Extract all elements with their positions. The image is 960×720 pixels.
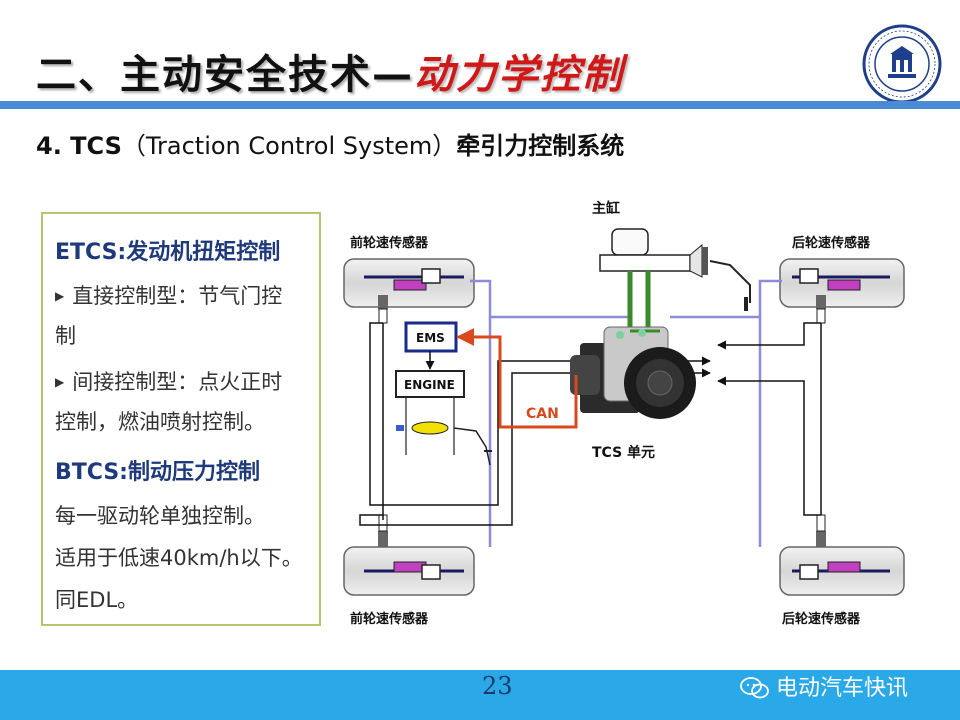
rear-sensor-bottom-label: 后轮速传感器	[782, 611, 861, 627]
subtitle-paren: （Traction Control System）	[121, 132, 457, 160]
etcs-item-direct-cont: 制	[55, 324, 76, 348]
btcs-line-3: 同EDL。	[55, 588, 139, 612]
engine-label: ENGINE	[404, 378, 455, 392]
etcs-item-indirect-cont: 控制，燃油喷射控制。	[55, 410, 265, 434]
master-cylinder	[599, 228, 751, 331]
btcs-line-1: 每一驱动轮单独控制。	[55, 504, 265, 528]
btcs-line-2: 适用于低速40km/h以下。	[55, 546, 303, 570]
master-cylinder-label: 主缸	[592, 200, 620, 217]
tcs-system-diagram: 主缸 前轮速传感器 后轮速传感器 前轮速传感器 后轮速传感器 EMS ENGIN…	[343, 200, 905, 627]
title-main-text: 二、主动安全技术—	[36, 52, 414, 98]
title-divider-bar	[0, 101, 960, 109]
tcs-unit-label: TCS 单元	[592, 444, 655, 461]
rear-right-wheel-top	[779, 258, 905, 324]
front-left-wheel-bottom	[343, 514, 475, 596]
subtitle-cn: 牵引力控制系统	[456, 132, 625, 160]
page-number: 23	[482, 672, 513, 700]
front-sensor-bottom-label: 前轮速传感器	[350, 611, 429, 627]
can-label: CAN	[526, 406, 559, 422]
footer-bar	[0, 670, 960, 720]
etcs-item-indirect: ▶ 间接控制型：点火正时	[55, 366, 282, 396]
etcs-item-indirect-text: 间接控制型：点火正时	[72, 370, 283, 394]
brand-text: 电动汽车快讯	[776, 676, 909, 701]
engine-box	[395, 370, 492, 466]
etcs-heading: ETCS:发动机扭矩控制	[55, 240, 281, 265]
rear-right-wheel-bottom	[779, 514, 905, 596]
etcs-item-direct-text: 直接控制型：节气门控	[72, 284, 283, 308]
wechat-icon	[740, 677, 769, 699]
rear-sensor-top-label: 后轮速传感器	[792, 235, 871, 251]
btcs-heading: BTCS:制动压力控制	[55, 460, 260, 485]
sensor-signal-lines	[359, 322, 822, 526]
can-bus-line	[456, 328, 578, 429]
bullet-triangle-icon: ▶	[55, 375, 65, 389]
ems-box	[404, 321, 458, 353]
bullet-triangle-icon: ▶	[55, 289, 65, 303]
control-modes-panel: ETCS:发动机扭矩控制 ▶ 直接控制型：节气门控 制 ▶ 间接控制型：点火正时 控…	[41, 212, 321, 626]
ems-label: EMS	[416, 331, 445, 345]
brand-watermark: 电动汽车快讯	[740, 670, 908, 702]
title-accent-text: 动力学控制	[414, 51, 624, 98]
brake-lines	[470, 279, 782, 547]
etcs-item-direct: ▶ 直接控制型：节气门控	[55, 280, 282, 310]
slide-title: 二、主动安全技术—动力学控制	[36, 42, 624, 100]
university-seal-icon	[862, 24, 942, 104]
slide-subtitle: 4. TCS（Traction Control System）牵引力控制系统	[36, 126, 624, 161]
subtitle-prefix: 4. TCS	[36, 132, 122, 160]
front-left-wheel	[343, 258, 475, 324]
tcs-unit-module	[570, 326, 696, 419]
front-sensor-top-label: 前轮速传感器	[350, 235, 429, 251]
